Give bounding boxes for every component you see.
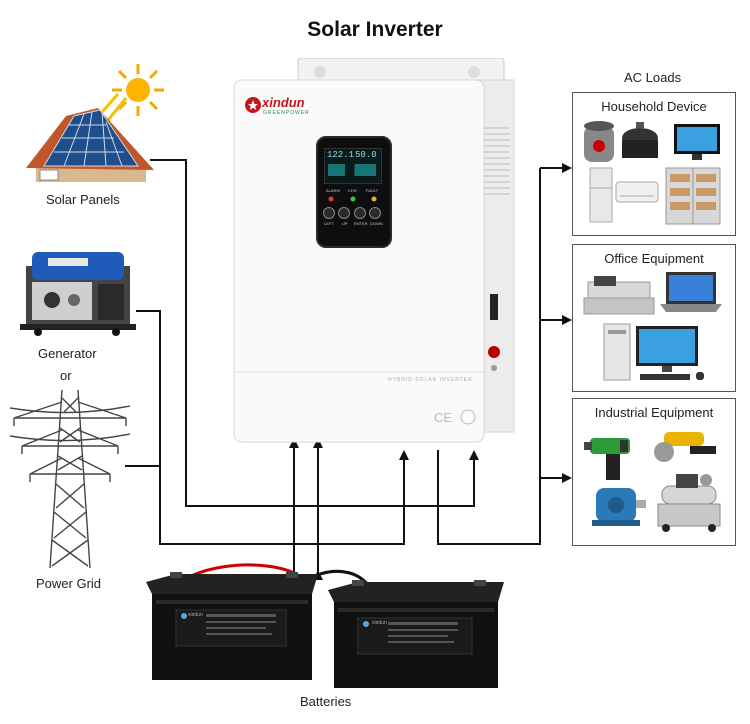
or-label: or — [60, 368, 72, 383]
generator-icon — [20, 252, 136, 336]
generator-wire — [136, 310, 409, 545]
panel-buttons — [323, 207, 381, 219]
power-grid-label: Power Grid — [36, 576, 102, 591]
industrial-equipment-label: Industrial Equipment — [594, 405, 714, 420]
ac-load-bus — [437, 168, 541, 545]
indicator-leds — [328, 196, 377, 202]
brand-subtitle: GREENPOWER — [263, 110, 310, 116]
power-tower-icon — [10, 389, 130, 569]
battery-right-brand: xindun — [372, 620, 387, 626]
solar-panels-label: Solar Panels — [46, 192, 120, 207]
indicator-fault: FAULT — [366, 188, 379, 193]
lcd-graphic — [328, 164, 376, 176]
button-left-label: LEFT — [324, 221, 334, 226]
household-device-label: Household Device — [601, 99, 707, 114]
household-appliances-icon — [584, 121, 721, 225]
ac-loads-heading: AC Loads — [624, 70, 682, 85]
brand-logo-icon — [245, 97, 261, 113]
battery-left-brand: xindun — [188, 612, 203, 618]
button-up-label: UP — [342, 221, 348, 226]
lcd-right-readout: 50.0 — [355, 150, 377, 160]
button-enter-label: ENTER — [354, 221, 368, 226]
inverter-unit — [233, 58, 515, 443]
office-equipment-icon — [583, 272, 722, 381]
brand-name: xindun — [262, 95, 305, 110]
inverter-model-text: HYBRID SOLAR INVERTER — [388, 377, 473, 383]
button-down-label: DOWN — [370, 221, 383, 226]
battery-right-icon — [328, 580, 504, 688]
lcd-left-readout: 122.1 — [327, 150, 355, 160]
indicator-chg: CHG — [348, 188, 357, 193]
solar-panel-icon — [26, 108, 154, 182]
industrial-equipment-icon — [584, 432, 721, 532]
office-equipment-box: Office Equipment — [572, 244, 736, 392]
certification-marks-icon: CE — [434, 409, 476, 425]
office-equipment-label: Office Equipment — [604, 251, 704, 266]
page-title: Solar Inverter — [307, 18, 443, 41]
battery-left-icon — [146, 572, 318, 680]
generator-label: Generator — [38, 346, 97, 361]
sun-icon — [112, 64, 164, 116]
batteries-label: Batteries — [300, 694, 352, 709]
solar-wire — [150, 159, 479, 507]
indicator-alarm: ALARM — [326, 188, 340, 193]
svg-text:CE: CE — [434, 410, 452, 425]
